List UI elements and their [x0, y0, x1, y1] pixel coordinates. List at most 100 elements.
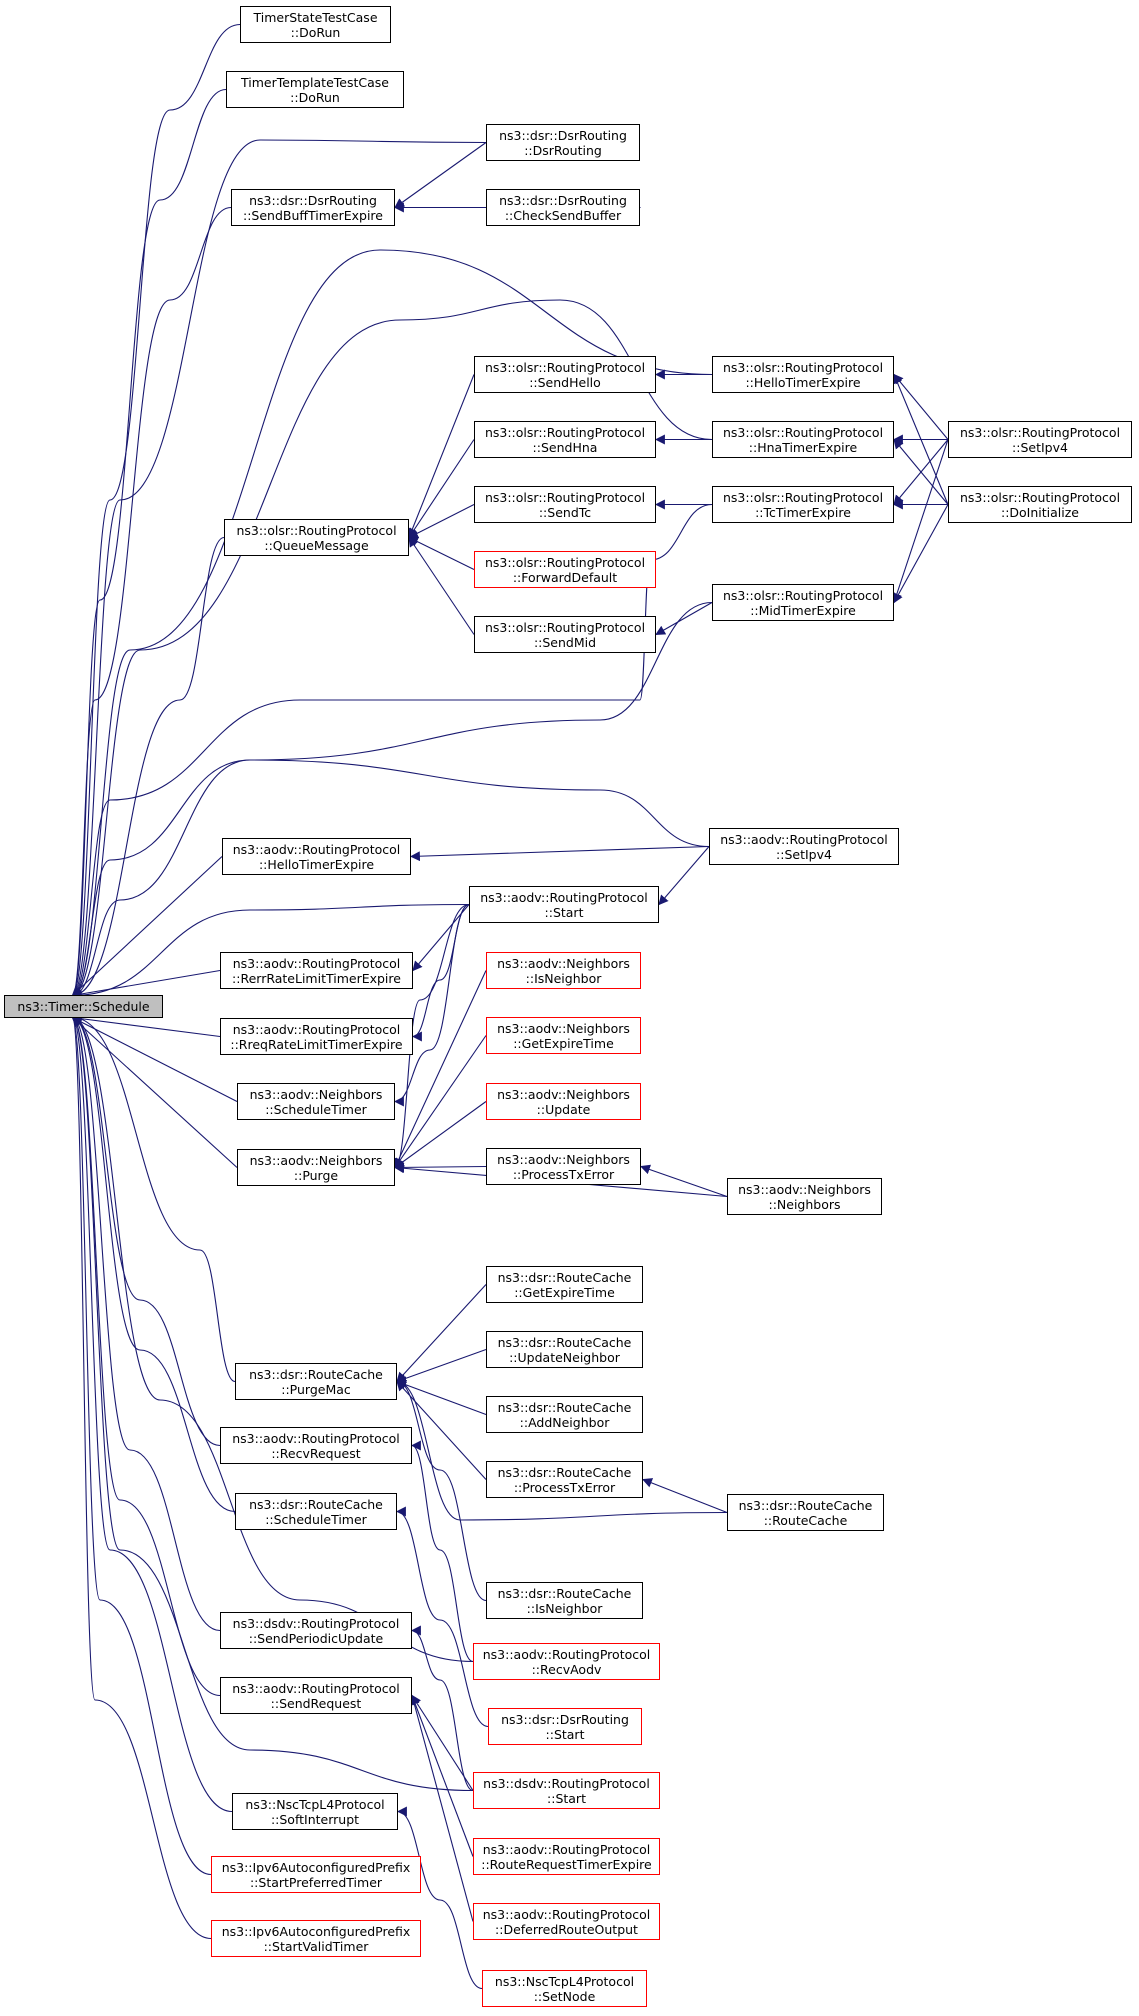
node-n22[interactable]: ns3::aodv::RoutingProtocol::RerrRateLimi… [220, 952, 413, 989]
node-label-line2: ::DsrRouting [524, 142, 602, 158]
node-label-line1: ns3::aodv::RoutingProtocol [232, 955, 401, 971]
node-n30[interactable]: ns3::dsr::RouteCache::GetExpireTime [486, 1266, 643, 1303]
node-n13[interactable]: ns3::olsr::RoutingProtocol::TcTimerExpir… [712, 486, 894, 523]
node-n20[interactable]: ns3::aodv::RoutingProtocol::Start [469, 886, 659, 923]
edge-n45-to-n41 [410, 1694, 474, 1857]
edge-n27-to-root [71, 1016, 238, 1168]
node-n11[interactable]: ns3::olsr::RoutingProtocol::QueueMessage [224, 519, 409, 556]
edge-n7-to-n11 [407, 374, 475, 539]
node-n40[interactable]: ns3::aodv::RoutingProtocol::RecvAodv [473, 1643, 660, 1680]
edge-n38-to-n32 [396, 1376, 487, 1602]
node-n34[interactable]: ns3::aodv::RoutingProtocol::RecvRequest [220, 1427, 412, 1464]
node-n29[interactable]: ns3::aodv::Neighbors::Neighbors [727, 1178, 882, 1215]
node-n1[interactable]: TimerStateTestCase::DoRun [240, 6, 391, 43]
node-n5[interactable]: ns3::dsr::DsrRouting::CheckSendBuffer [486, 189, 640, 226]
node-n23[interactable]: ns3::aodv::Neighbors::GetExpireTime [486, 1017, 641, 1054]
node-n7[interactable]: ns3::olsr::RoutingProtocol::SendHello [474, 356, 656, 393]
node-n15[interactable]: ns3::olsr::RoutingProtocol::ForwardDefau… [474, 551, 656, 588]
node-n12[interactable]: ns3::olsr::RoutingProtocol::SendTc [474, 486, 656, 523]
node-label-line2: ::Start [547, 1790, 586, 1806]
edge-n47-to-n41 [409, 1694, 474, 1922]
node-label-line1: ns3::olsr::RoutingProtocol [959, 489, 1121, 505]
node-label-line2: ::GetExpireTime [514, 1284, 615, 1300]
node-n28[interactable]: ns3::aodv::Neighbors::ProcessTxError [486, 1148, 641, 1185]
node-label-line1: ns3::Ipv6AutoconfiguredPrefix [221, 1859, 411, 1875]
node-n3[interactable]: ns3::dsr::DsrRouting::DsrRouting [486, 124, 640, 161]
node-label-line2: ::IsNeighbor [526, 1600, 603, 1616]
node-n42[interactable]: ns3::dsr::DsrRouting::Start [488, 1708, 642, 1745]
node-label-line2: ::ScheduleTimer [265, 1101, 367, 1117]
node-n31[interactable]: ns3::dsr::RouteCache::UpdateNeighbor [486, 1331, 643, 1368]
node-label-line2: ::TcTimerExpire [755, 504, 851, 520]
node-n2[interactable]: TimerTemplateTestCase::DoRun [226, 71, 404, 108]
edge-n18-to-root [71, 759, 710, 1001]
node-n47[interactable]: ns3::aodv::RoutingProtocol::DeferredRout… [473, 1903, 660, 1940]
node-n33[interactable]: ns3::dsr::RouteCache::AddNeighbor [486, 1396, 643, 1433]
node-n36[interactable]: ns3::dsr::RouteCache::RouteCache [727, 1494, 884, 1531]
node-n46[interactable]: ns3::Ipv6AutoconfiguredPrefix::StartPref… [211, 1856, 421, 1893]
node-label-line2: ::DoRun [290, 24, 341, 40]
edge-n1-to-root [71, 23, 241, 1001]
node-n38[interactable]: ns3::dsr::RouteCache::IsNeighbor [486, 1582, 643, 1619]
edge-n19-to-root [71, 856, 223, 997]
node-n43[interactable]: ns3::dsdv::RoutingProtocol::Start [473, 1772, 660, 1809]
edge-n49-to-n44 [397, 1806, 483, 1990]
node-label-line1: ns3::olsr::RoutingProtocol [484, 619, 646, 635]
node-label-line1: ns3::dsdv::RoutingProtocol [232, 1615, 400, 1631]
node-label-line2: ::ProcessTxError [512, 1166, 615, 1182]
edge-n29-to-n28 [640, 1164, 728, 1198]
node-n25[interactable]: ns3::aodv::Neighbors::Update [486, 1083, 641, 1120]
edge-n43-to-n41 [411, 1694, 474, 1791]
node-n10[interactable]: ns3::olsr::RoutingProtocol::SetIpv4 [948, 421, 1132, 458]
node-n48[interactable]: ns3::Ipv6AutoconfiguredPrefix::StartVali… [211, 1920, 421, 1957]
node-label-line1: ns3::aodv::Neighbors [497, 1086, 630, 1102]
node-n27[interactable]: ns3::aodv::Neighbors::Purge [237, 1149, 395, 1186]
edge-n26-to-root [71, 1017, 238, 1102]
edge-n39-to-root [71, 1012, 221, 1632]
edge-n17-to-n11 [408, 536, 475, 635]
node-n41[interactable]: ns3::aodv::RoutingProtocol::SendRequest [220, 1677, 412, 1714]
node-n17[interactable]: ns3::olsr::RoutingProtocol::SendMid [474, 616, 656, 653]
edge-n42-to-n37 [396, 1506, 489, 1728]
node-n8[interactable]: ns3::olsr::RoutingProtocol::SendHna [474, 421, 656, 458]
node-label-line1: ns3::dsr::RouteCache [497, 1464, 632, 1480]
edge-n12-to-n11 [408, 504, 475, 538]
node-label-line2: ::IsNeighbor [525, 970, 602, 986]
node-label-line1: ns3::olsr::RoutingProtocol [722, 359, 884, 375]
edge-n20-to-root [71, 903, 470, 1001]
node-n37[interactable]: ns3::dsr::RouteCache::ScheduleTimer [235, 1493, 397, 1530]
node-n35[interactable]: ns3::dsr::RouteCache::ProcessTxError [486, 1461, 643, 1498]
node-n4[interactable]: ns3::dsr::DsrRouting::SendBuffTimerExpir… [231, 189, 395, 226]
node-label-line1: ns3::dsr::RouteCache [497, 1334, 632, 1350]
node-n45[interactable]: ns3::aodv::RoutingProtocol::RouteRequest… [473, 1838, 660, 1875]
node-n49[interactable]: ns3::NscTcpL4Protocol::SetNode [482, 1970, 647, 2007]
node-n44[interactable]: ns3::NscTcpL4Protocol::SoftInterrupt [232, 1793, 398, 1830]
edge-n23-to-n27 [394, 1035, 487, 1169]
edge-n35-to-n32 [396, 1380, 487, 1480]
node-n32[interactable]: ns3::dsr::RouteCache::PurgeMac [235, 1363, 397, 1400]
node-label-line1: ns3::aodv::Neighbors [738, 1181, 871, 1197]
edge-n40-to-n34 [411, 1440, 474, 1663]
node-n14[interactable]: ns3::olsr::RoutingProtocol::DoInitialize [948, 486, 1132, 523]
node-n19[interactable]: ns3::aodv::RoutingProtocol::HelloTimerEx… [222, 838, 411, 875]
node-label-line2: ::SendTc [538, 504, 592, 520]
node-n21[interactable]: ns3::aodv::Neighbors::IsNeighbor [486, 952, 641, 989]
edge-n10-to-n6 [893, 373, 949, 440]
node-label-line1: ns3::dsr::RouteCache [249, 1496, 383, 1512]
node-n6[interactable]: ns3::olsr::RoutingProtocol::HelloTimerEx… [712, 356, 894, 393]
node-n24[interactable]: ns3::aodv::RoutingProtocol::RreqRateLimi… [220, 1018, 413, 1055]
node-label-line2: ::Start [544, 904, 584, 920]
node-n26[interactable]: ns3::aodv::Neighbors::ScheduleTimer [237, 1083, 395, 1120]
node-label-line2: ::RouteCache [763, 1512, 848, 1528]
node-label-line2: ::Update [536, 1101, 591, 1117]
node-n16[interactable]: ns3::olsr::RoutingProtocol::MidTimerExpi… [712, 584, 894, 621]
node-n9[interactable]: ns3::olsr::RoutingProtocol::HnaTimerExpi… [712, 421, 894, 458]
node-n18[interactable]: ns3::aodv::RoutingProtocol::SetIpv4 [709, 828, 899, 865]
node-root-label: ns3::Timer::Schedule [17, 999, 150, 1014]
node-label-line1: ns3::olsr::RoutingProtocol [236, 522, 397, 538]
node-label-line2: ::SoftInterrupt [270, 1811, 360, 1827]
node-n39[interactable]: ns3::dsdv::RoutingProtocol::SendPeriodic… [220, 1612, 412, 1649]
node-label-line1: ns3::aodv::RoutingProtocol [232, 1021, 401, 1037]
